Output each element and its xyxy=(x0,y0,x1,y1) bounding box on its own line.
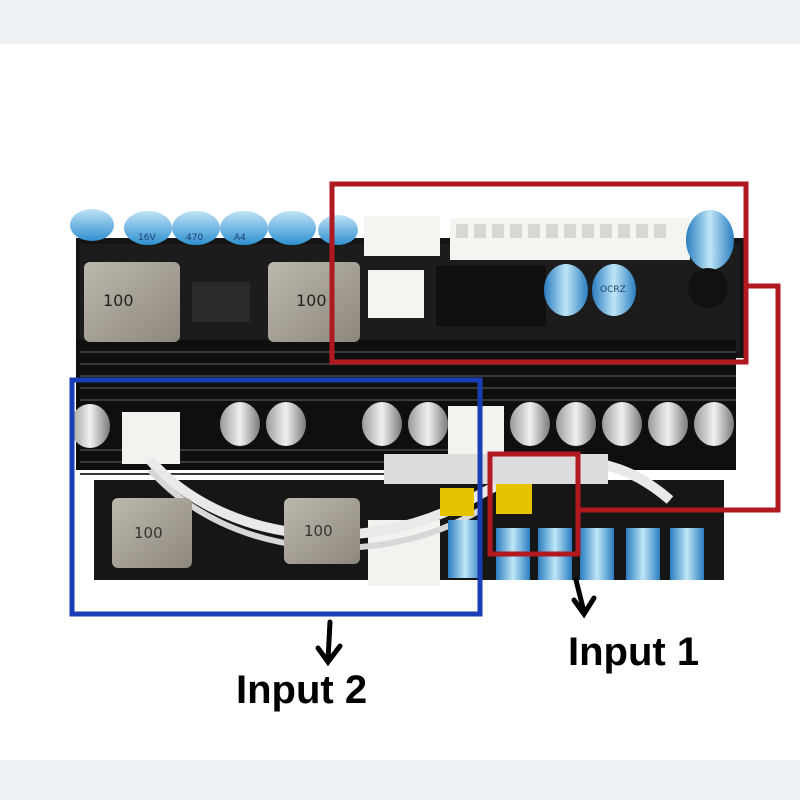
bottom-band xyxy=(0,760,800,800)
input-2-highlight xyxy=(69,377,483,617)
atx-connectors xyxy=(364,216,690,326)
inductor-marking-1: 100 xyxy=(103,291,134,310)
arrow-down-icon xyxy=(571,577,597,619)
top-inductors: 100 100 xyxy=(84,262,360,342)
yellow-connectors xyxy=(440,484,532,516)
input-1-label: Input 1 xyxy=(568,630,700,674)
cap-marking-d: OCRZ xyxy=(600,285,626,295)
inductor-marking-4: 100 xyxy=(304,522,333,540)
arrow-down-icon xyxy=(315,619,343,667)
cap-marking-c: A4 xyxy=(234,233,246,243)
cap-marking-a: 16V xyxy=(138,233,156,243)
middle-capacitor-row xyxy=(70,402,734,448)
cap-marking-b: 470 xyxy=(186,233,203,243)
lower-inductors: 100 100 xyxy=(112,498,360,568)
inductor-marking-2: 100 xyxy=(296,291,327,310)
inductor-marking-3: 100 xyxy=(134,524,163,542)
input-2-label: Input 2 xyxy=(236,668,368,712)
upper-right-capacitors: OCRZ xyxy=(544,210,734,316)
input-1-highlight xyxy=(329,181,781,557)
top-band xyxy=(0,0,800,44)
top-capacitor-row: 16V 470 A4 xyxy=(70,209,358,245)
